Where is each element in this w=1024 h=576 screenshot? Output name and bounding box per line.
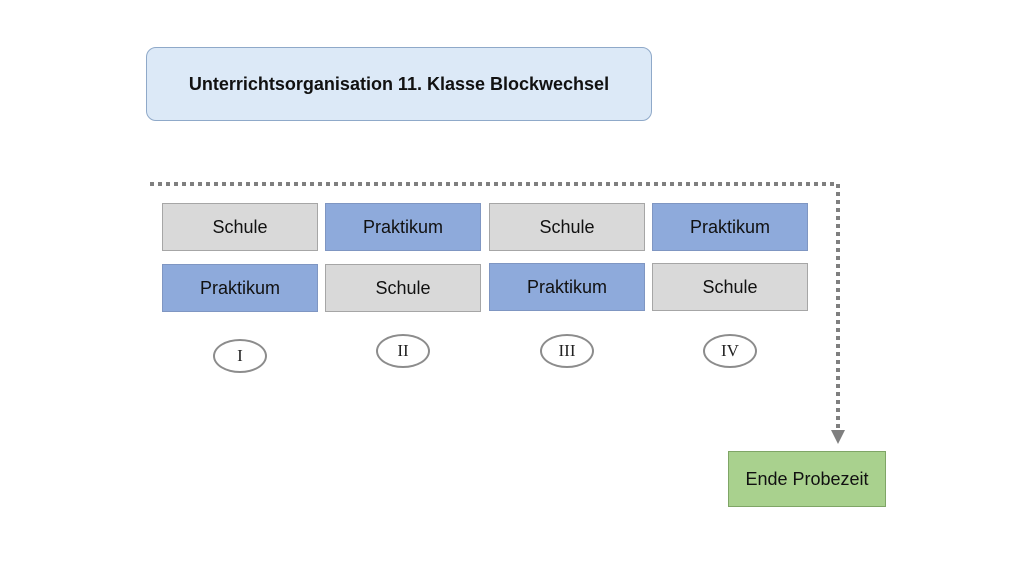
block-2-top: Praktikum	[325, 203, 481, 251]
block-3-top: Schule	[489, 203, 645, 251]
phase-numeral-3: III	[540, 334, 594, 368]
phase-numeral-4: IV	[703, 334, 757, 368]
block-1-bottom: Praktikum	[162, 264, 318, 312]
block-1-top: Schule	[162, 203, 318, 251]
phase-numeral-1: I	[213, 339, 267, 373]
end-probation-box: Ende Probezeit	[728, 451, 886, 507]
block-4-top: Praktikum	[652, 203, 808, 251]
arrow-down-icon	[831, 430, 845, 444]
block-3-bottom: Praktikum	[489, 263, 645, 311]
phase-numeral-2: II	[376, 334, 430, 368]
block-4-bottom: Schule	[652, 263, 808, 311]
block-2-bottom: Schule	[325, 264, 481, 312]
diagram-title: Unterrichtsorganisation 11. Klasse Block…	[146, 47, 652, 121]
